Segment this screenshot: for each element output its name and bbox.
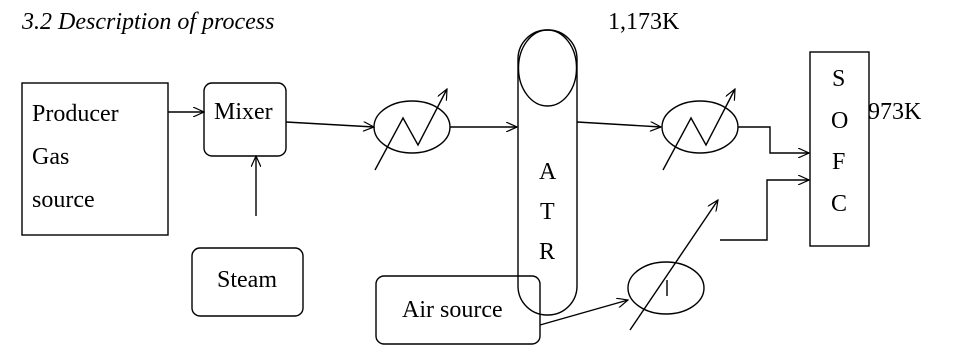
heat-exchanger-1 — [373, 100, 451, 154]
atr-letter-a: A — [539, 159, 557, 185]
sofc-block — [809, 51, 870, 247]
atr-to-hx2-arrow — [576, 121, 661, 127]
heat-exchanger-3-symbol — [629, 200, 718, 331]
section-heading: 3.2 Description of process — [22, 9, 275, 35]
sofc-temperature: 973K — [868, 99, 922, 125]
sofc-letter-c: C — [831, 191, 848, 217]
heat-exchanger-1-symbol — [374, 89, 447, 171]
air-source-label: Air source — [402, 297, 503, 323]
producer-label-line2: Gas — [32, 144, 70, 170]
steam-block — [191, 247, 304, 317]
atr-outlet-temperature: 1,173K — [608, 9, 680, 35]
heat-exchanger-2 — [661, 100, 739, 154]
heat-exchanger-2-symbol — [662, 89, 735, 171]
producer-gas-source-block — [21, 82, 169, 236]
producer-label-line1: Producer — [32, 101, 119, 127]
sofc-letter-s: S — [832, 66, 846, 92]
producer-label-line3: source — [32, 187, 95, 213]
mixer-block — [203, 82, 287, 157]
hx3-to-sofc-arrow — [720, 180, 809, 241]
heat-exchanger-3 — [627, 261, 705, 315]
hx2-to-sofc-arrow — [738, 126, 809, 153]
air-source-block — [375, 275, 541, 345]
sofc-letter-o: O — [831, 108, 849, 134]
atr-letter-r: R — [539, 239, 556, 265]
mixer-to-hx1-arrow — [285, 121, 374, 127]
atr-letter-t: T — [540, 199, 555, 225]
steam-label: Steam — [217, 267, 277, 293]
sofc-letter-f: F — [832, 149, 846, 175]
atr-top-ellipse — [517, 29, 578, 107]
air-to-hx3-arrow — [539, 300, 628, 326]
mixer-label: Mixer — [214, 99, 273, 125]
